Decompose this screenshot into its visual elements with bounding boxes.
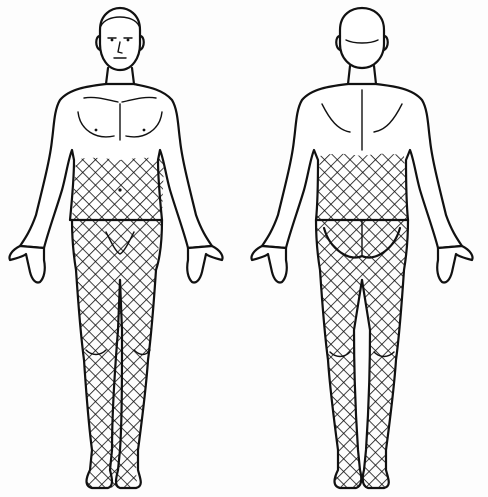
anterior-figure [9,8,222,488]
posterior-hatched-region [316,154,408,488]
posterior-head [336,8,388,68]
anterior-head [96,8,144,70]
anterior-hatched-region [72,158,164,488]
posterior-figure [251,8,472,488]
